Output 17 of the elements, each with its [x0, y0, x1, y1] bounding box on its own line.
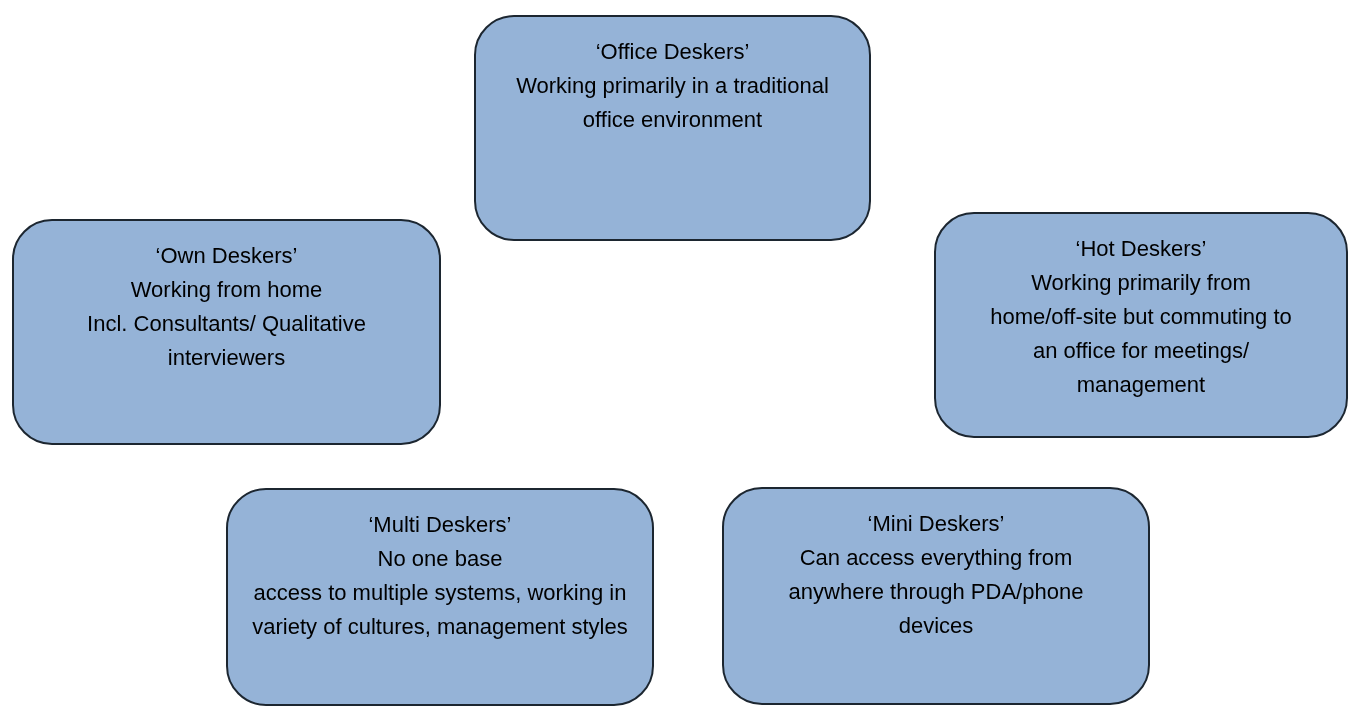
box-heading: ‘Mini Deskers’: [867, 510, 1005, 538]
box-text: Working from home: [130, 276, 323, 304]
box-heading: ‘Multi Deskers’: [368, 511, 512, 539]
rounded-box: [722, 487, 1150, 705]
rounded-box: [226, 488, 654, 706]
box-text: access to multiple systems, working in variety of cultures, management styles: [251, 579, 629, 641]
box-heading: ‘Office Deskers’: [595, 38, 750, 66]
rounded-box: [934, 212, 1348, 438]
box-heading: ‘Own Deskers’: [155, 242, 298, 270]
box-heading: ‘Hot Deskers’: [1075, 235, 1207, 263]
rounded-box: [12, 219, 441, 445]
rounded-box: [474, 15, 871, 241]
box-text: Can access everything from anywhere through PDA/phone devices: [787, 544, 1085, 640]
box-text: Incl. Consultants/ Qualitative interviewers: [86, 310, 367, 372]
box-text: Working primarily in a traditional office environment: [515, 72, 830, 134]
box-text: No one base: [377, 545, 503, 573]
box-text: Working primarily from home/off-site but commuting to an office for meetings/ management: [989, 269, 1293, 399]
